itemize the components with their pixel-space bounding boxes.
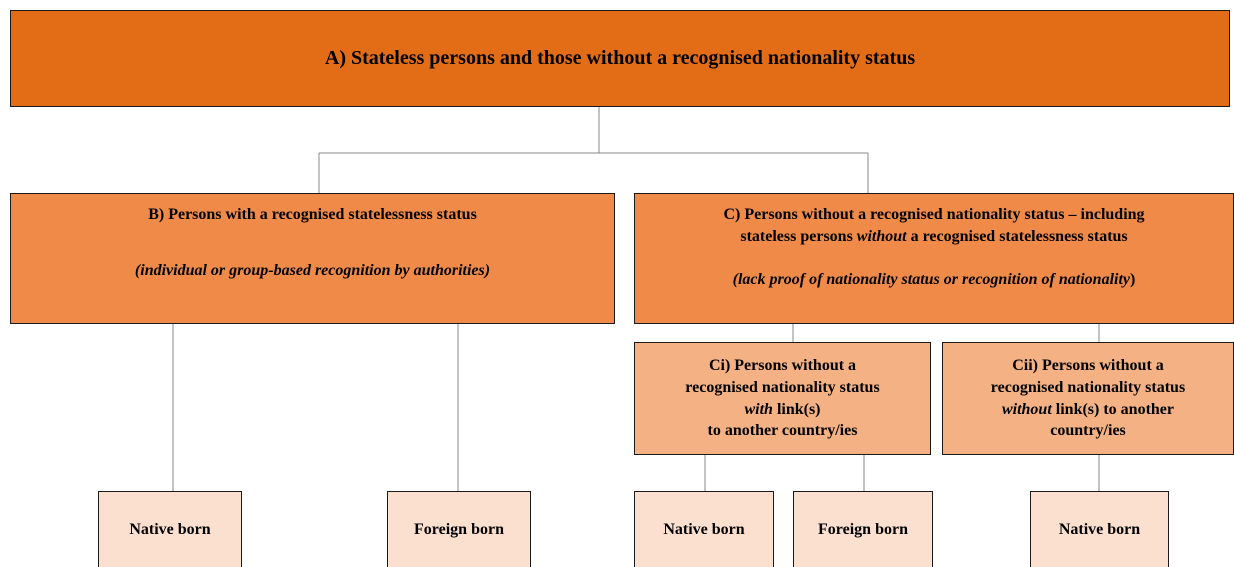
- node-cii-line1: Cii) Persons without a: [1012, 357, 1164, 375]
- leaf-ci-foreign-born-label: Foreign born: [818, 520, 908, 538]
- leaf-cii-native-born-label: Native born: [1058, 520, 1141, 538]
- leaf-b-foreign-born-label: Foreign born: [414, 520, 504, 538]
- node-ci: Ci) Persons without a recognised nationa…: [634, 342, 931, 455]
- node-c: C) Persons without a recognised national…: [634, 193, 1234, 324]
- leaf-cii-native-born: Native born: [1030, 491, 1169, 567]
- node-cii-line2: recognised nationality status: [990, 378, 1186, 396]
- node-cii-line4: country/ies: [1050, 422, 1126, 440]
- leaf-b-native-born: Native born: [98, 491, 242, 567]
- node-cii: Cii) Persons without a recognised nation…: [942, 342, 1234, 455]
- node-b-note: (individual or group-based recognition b…: [134, 261, 491, 279]
- node-ci-line1: Ci) Persons without a: [708, 357, 857, 375]
- node-c-title-line1: C) Persons without a recognised national…: [723, 206, 1145, 223]
- node-b: B) Persons with a recognised statelessne…: [10, 193, 615, 324]
- node-c-title-line2: stateless persons without a recognised s…: [740, 227, 1128, 245]
- node-cii-line3: without link(s) to another: [1001, 400, 1175, 418]
- node-a-title: A) Stateless persons and those without a…: [324, 47, 916, 69]
- leaf-b-foreign-born: Foreign born: [387, 491, 531, 567]
- leaf-ci-foreign-born: Foreign born: [793, 491, 933, 567]
- node-ci-line3: with link(s): [744, 400, 821, 418]
- leaf-ci-native-born: Native born: [634, 491, 774, 567]
- leaf-ci-native-born-label: Native born: [663, 520, 745, 538]
- node-a: A) Stateless persons and those without a…: [10, 10, 1230, 107]
- node-b-title: B) Persons with a recognised statelessne…: [148, 206, 477, 223]
- node-ci-line4: to another country/ies: [707, 422, 858, 440]
- node-ci-line2: recognised nationality status: [685, 378, 880, 396]
- node-c-note: (lack proof of nationality status or rec…: [732, 271, 1136, 289]
- leaf-b-native-born-label: Native born: [129, 520, 211, 538]
